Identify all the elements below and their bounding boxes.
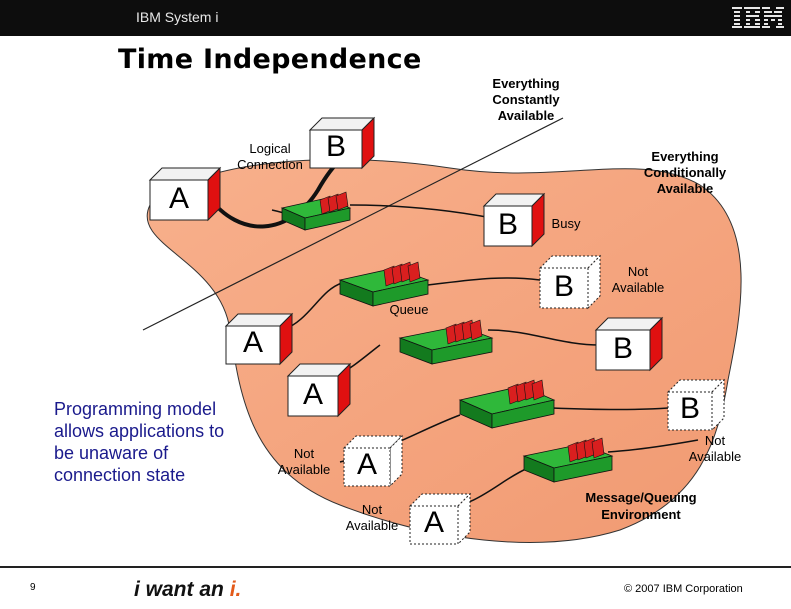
box-b-right-letter: B <box>596 332 650 366</box>
label-everything-conditional: Everything Conditionally Available <box>630 149 740 197</box>
box-b-na1-letter: B <box>540 270 588 304</box>
box-b-top-letter: B <box>310 130 362 164</box>
box-b-busy-letter: B <box>484 208 532 242</box>
label-busy: Busy <box>546 216 586 231</box>
label-logical-connection: Logical Connection <box>228 141 312 173</box>
label-not-available-3: Not Available <box>272 446 336 478</box>
programming-model-text: Programming model allows applications to… <box>54 398 244 486</box>
slogan-prefix: i want an <box>134 578 230 601</box>
box-a-na1-letter: A <box>344 448 390 482</box>
slogan-accent: i. <box>230 578 242 601</box>
page-number: 9 <box>30 582 36 593</box>
label-everything-constant: Everything Constantly Available <box>476 76 576 124</box>
label-queue: Queue <box>384 302 434 317</box>
copyright: © 2007 IBM Corporation <box>624 583 743 595</box>
box-a-na2-letter: A <box>410 506 458 540</box>
box-b-na2-letter: B <box>668 392 712 426</box>
box-a-lower-letter: A <box>288 378 338 412</box>
label-not-available-4: Not Available <box>338 502 406 534</box>
label-mq-environment: Message/Queuing Environment <box>574 489 708 523</box>
slogan: i want an i. <box>134 578 241 602</box>
label-not-available-2: Not Available <box>680 433 750 465</box>
box-a-top-letter: A <box>150 182 208 216</box>
label-not-available-1: Not Available <box>604 264 672 296</box>
footer-divider <box>0 566 791 568</box>
box-a-middle-letter: A <box>226 326 280 360</box>
